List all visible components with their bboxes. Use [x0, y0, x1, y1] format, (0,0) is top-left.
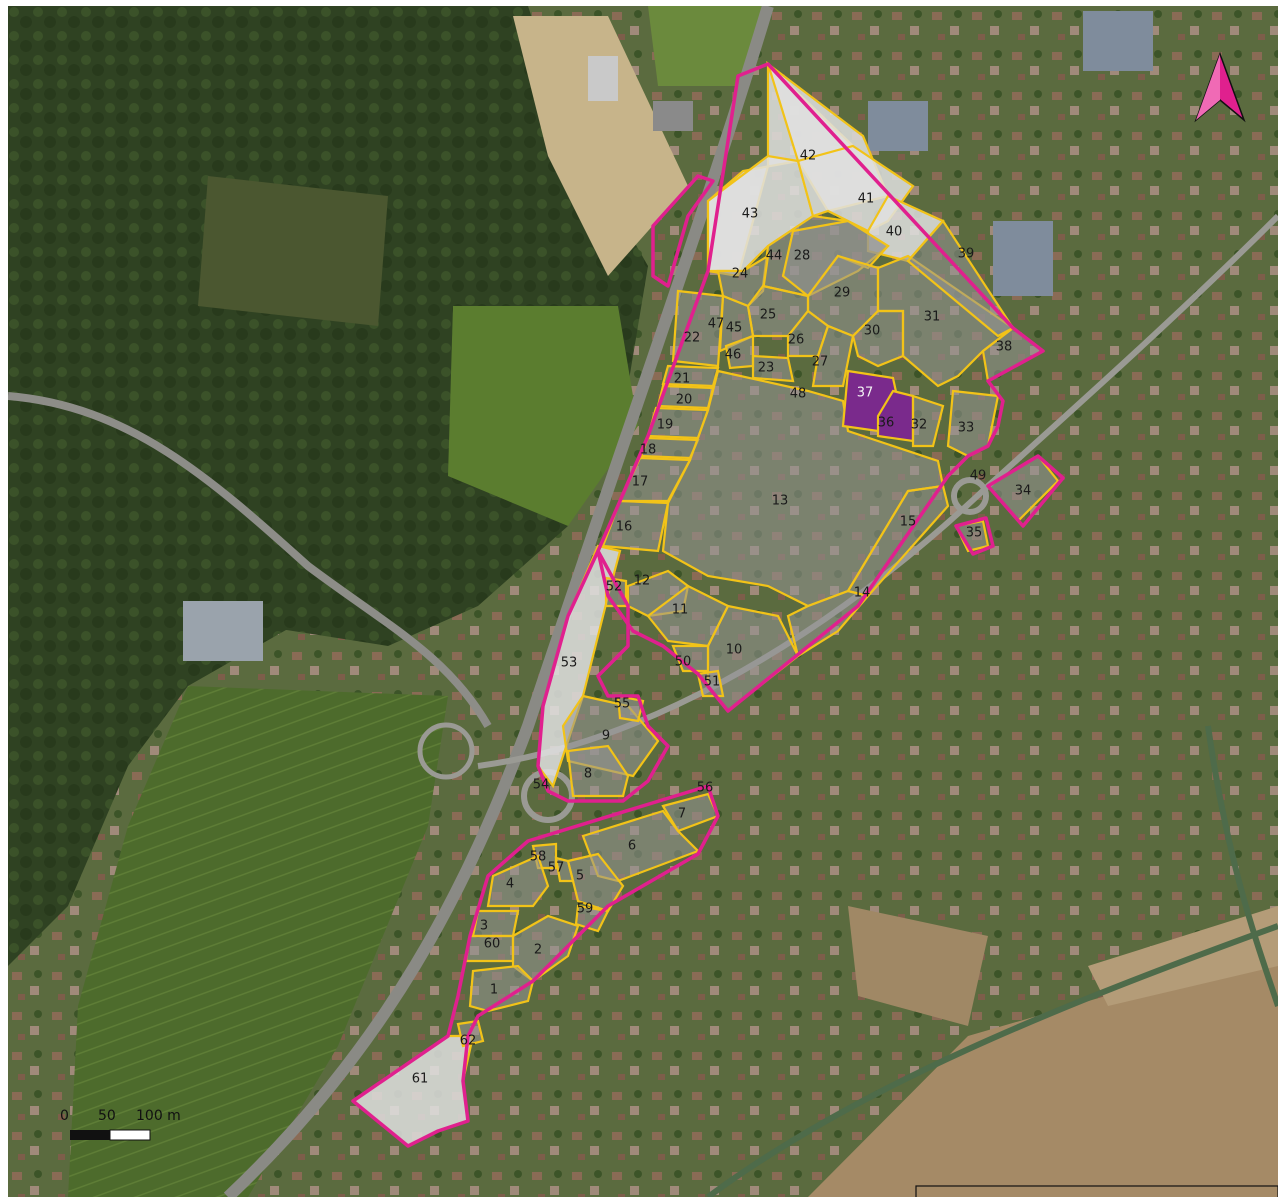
parcel-label-30: 30: [864, 324, 881, 339]
parcel-label-31: 31: [924, 310, 941, 325]
zone-middle-outline[interactable]: [536, 549, 670, 803]
parcel-32[interactable]: [911, 394, 945, 448]
parcel-label-16: 16: [616, 520, 633, 535]
parcel-label-29: 29: [834, 286, 851, 301]
parcel-label-4: 4: [506, 877, 514, 892]
parcel-21[interactable]: [661, 364, 720, 388]
zone-south-outline[interactable]: [351, 784, 720, 1148]
parcel-14[interactable]: [786, 589, 870, 658]
parcel-label-42: 42: [800, 149, 817, 164]
parcel-label-46: 46: [725, 348, 742, 363]
parcel-55[interactable]: [616, 694, 645, 723]
parcel-label-2: 2: [534, 943, 542, 958]
parcel-label-13: 13: [772, 494, 789, 509]
parcel-label-58: 58: [530, 850, 547, 865]
parcel-label-6: 6: [628, 839, 636, 854]
parcels: [351, 61, 1065, 1148]
parcel-label-17: 17: [632, 475, 649, 490]
parcel-label-37: 37: [857, 386, 874, 401]
parcel-label-1: 1: [490, 983, 498, 998]
parcel-label-11: 11: [672, 603, 689, 618]
aerial-imagery: [8, 6, 1278, 1197]
parcel-label-56: 56: [697, 781, 714, 796]
scale-tick-0: 0: [60, 1108, 69, 1124]
parcel-label-7: 7: [678, 807, 686, 822]
inset-frame: [915, 1185, 1278, 1197]
parcel-51[interactable]: [696, 669, 725, 698]
parcel-label-55: 55: [614, 697, 631, 712]
parcel-label-28: 28: [794, 249, 811, 264]
parcel-label-38: 38: [996, 340, 1013, 355]
parcel-label-41: 41: [858, 192, 875, 207]
parcel-label-59: 59: [577, 902, 594, 917]
parcel-label-5: 5: [576, 869, 584, 884]
parcel-label-19: 19: [657, 418, 674, 433]
parcel-36[interactable]: [876, 389, 915, 443]
parcel-1[interactable]: [468, 964, 535, 1013]
parcel-label-10: 10: [726, 643, 743, 658]
north-arrow-icon: [1194, 51, 1246, 123]
parcel-label-54: 54: [533, 778, 550, 793]
parcel-label-22: 22: [684, 331, 701, 346]
parcel-label-40: 40: [886, 225, 903, 240]
parcel-label-26: 26: [788, 333, 805, 348]
parcel-labels: 1 2 3 4 5 6 7 8 9 10 11 12 13 14 15 16 1…: [412, 149, 1032, 1087]
parcel-50[interactable]: [671, 644, 710, 673]
parcel-label-20: 20: [676, 393, 693, 408]
parcel-label-51: 51: [704, 675, 721, 690]
parcel-label-27: 27: [812, 355, 829, 370]
parcel-23[interactable]: [751, 354, 795, 383]
parcel-label-44: 44: [766, 249, 783, 264]
parcel-label-24: 24: [732, 267, 749, 282]
zone-north-outline[interactable]: [596, 62, 1045, 713]
parcel-label-39: 39: [958, 247, 975, 262]
parcel-label-14: 14: [854, 586, 871, 601]
parcel-label-48: 48: [790, 387, 807, 402]
zone-east-outline-34[interactable]: [986, 454, 1065, 528]
parcel-39[interactable]: [906, 219, 1015, 338]
parcel-label-57: 57: [548, 861, 565, 876]
parcel-27[interactable]: [811, 324, 855, 388]
parcel-label-50: 50: [675, 655, 692, 670]
parcel-label-23: 23: [758, 361, 775, 376]
parcel-label-25: 25: [760, 308, 777, 323]
scale-bar: 0 50 100 m: [60, 1108, 181, 1141]
parcel-label-49: 49: [970, 469, 987, 484]
parcel-label-60: 60: [484, 937, 501, 952]
parcel-label-36: 36: [878, 416, 895, 431]
parcel-label-33: 33: [958, 421, 975, 436]
scale-tick-100: 100 m: [136, 1108, 181, 1124]
parcel-label-35: 35: [966, 526, 983, 541]
parcel-8[interactable]: [566, 744, 630, 798]
scale-tick-50: 50: [98, 1108, 116, 1124]
parcel-label-8: 8: [584, 767, 592, 782]
aerial-map[interactable]: 1 2 3 4 5 6 7 8 9 10 11 12 13 14 15 16 1…: [8, 6, 1278, 1197]
parcel-label-62: 62: [460, 1034, 477, 1049]
parcel-label-53: 53: [561, 656, 578, 671]
parcel-label-52: 52: [606, 580, 623, 595]
parcel-5[interactable]: [566, 852, 625, 913]
parcel-label-61: 61: [412, 1072, 429, 1087]
zone-east-outline-35[interactable]: [954, 516, 995, 556]
map-frame: 1 2 3 4 5 6 7 8 9 10 11 12 13 14 15 16 1…: [8, 6, 1278, 1197]
scale-segment-dark: [70, 1130, 110, 1140]
parcel-label-45: 45: [726, 321, 743, 336]
parcel-label-43: 43: [742, 207, 759, 222]
parcel-label-18: 18: [640, 443, 657, 458]
parcel-label-9: 9: [602, 729, 610, 744]
scale-segment-light: [109, 1129, 151, 1141]
parcel-label-47: 47: [708, 317, 725, 332]
parcel-label-3: 3: [480, 919, 488, 934]
parcel-label-21: 21: [674, 372, 691, 387]
zone-north-west-spur[interactable]: [651, 174, 715, 288]
parcel-label-15: 15: [900, 515, 917, 530]
parcel-label-32: 32: [911, 418, 928, 433]
parcel-4[interactable]: [486, 854, 550, 908]
parcel-label-12: 12: [634, 574, 651, 589]
parcel-22[interactable]: [671, 289, 725, 368]
parcel-label-34: 34: [1015, 484, 1032, 499]
parcel-57[interactable]: [554, 856, 575, 883]
